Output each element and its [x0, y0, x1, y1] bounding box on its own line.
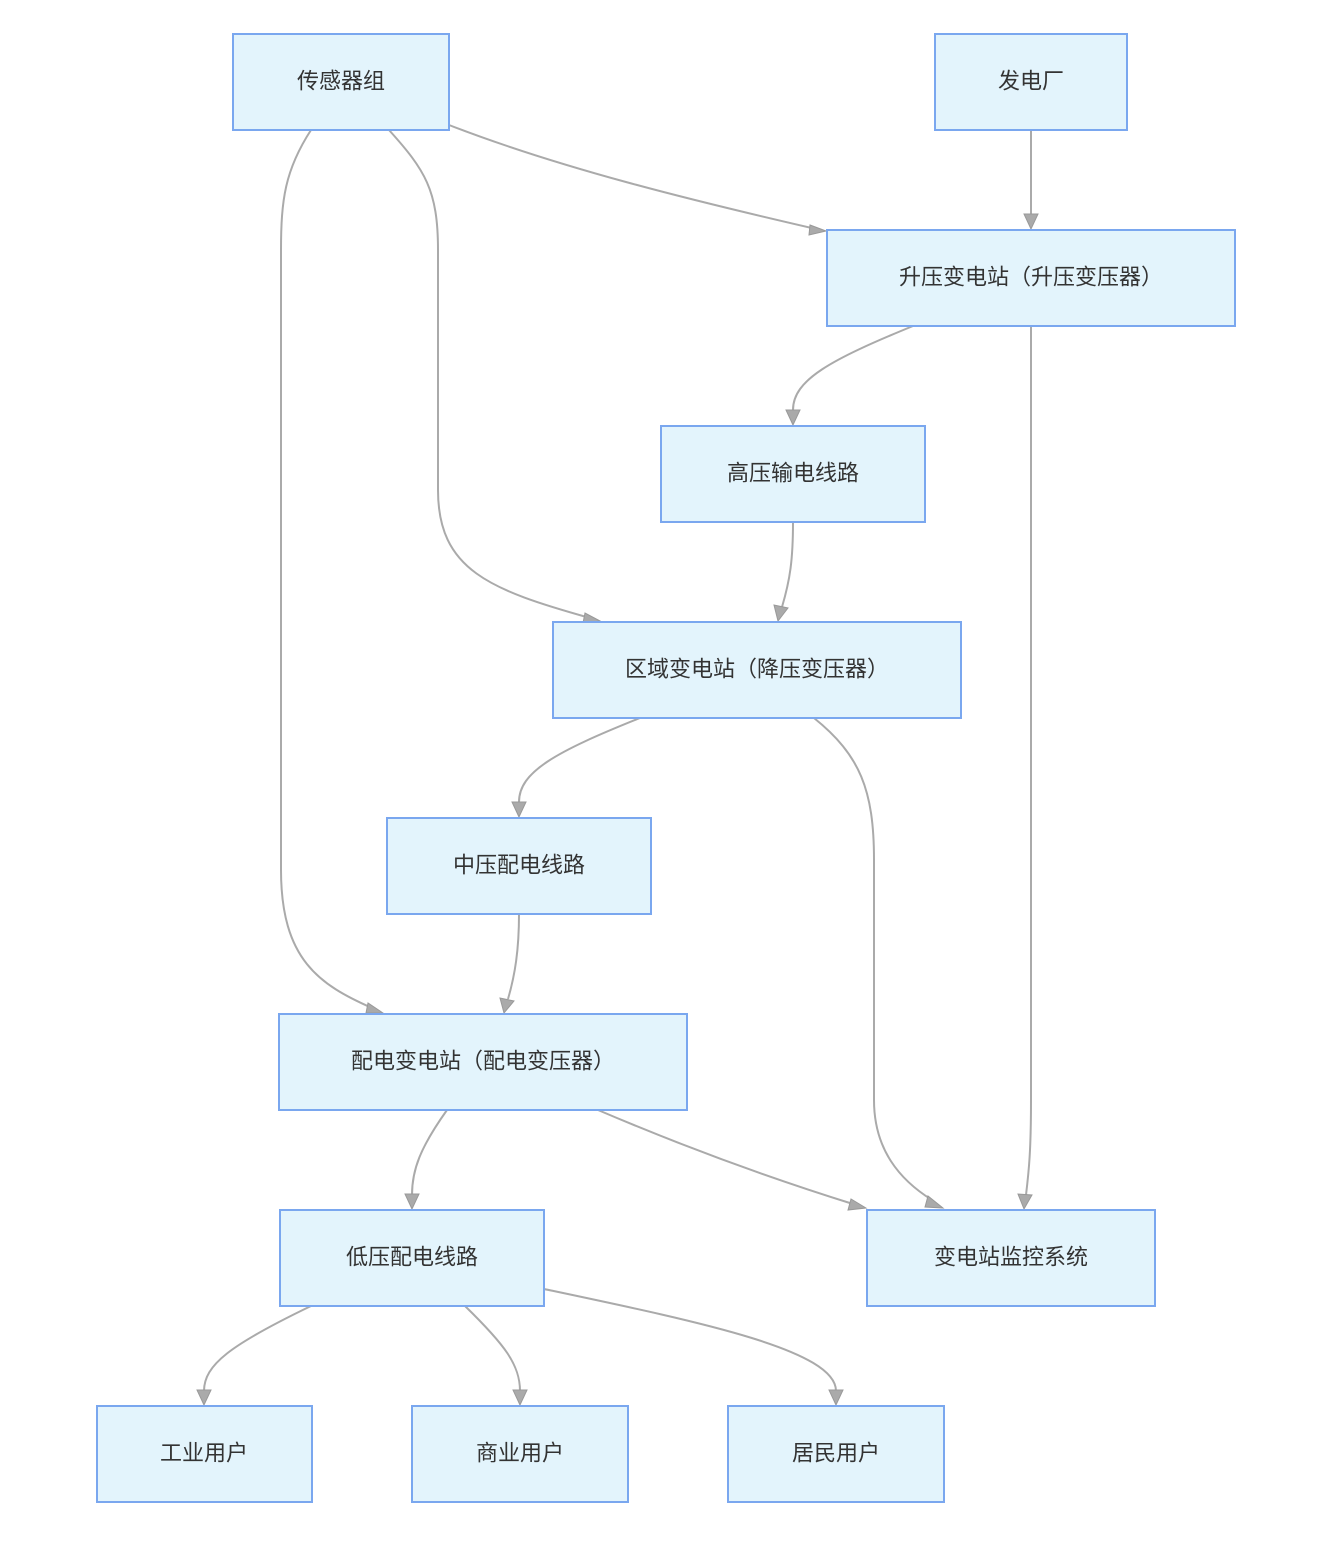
- node-high-voltage-line-label: 高压输电线路: [727, 462, 859, 487]
- node-power-plant[interactable]: 发电厂: [934, 33, 1128, 131]
- edge-regional-to-medium-voltage-line: [518, 717, 641, 803]
- node-industrial-users[interactable]: 工业用户: [96, 1405, 313, 1503]
- arrowhead-step-up-from-sensors: [808, 224, 828, 236]
- edge-medium-voltage-line-to-distribution-substation: [507, 913, 520, 1000]
- node-low-voltage-line[interactable]: 低压配电线路: [279, 1209, 545, 1307]
- node-distribution-substation-label: 配电变电站（配电变压器）: [351, 1050, 615, 1075]
- node-high-voltage-line[interactable]: 高压输电线路: [660, 425, 926, 523]
- arrowhead-residential-users: [828, 1389, 844, 1407]
- node-commercial-users-label: 商业用户: [476, 1442, 564, 1467]
- edge-step-up-to-high-voltage-line: [792, 325, 914, 411]
- edge-sensors-to-step-up-substation: [448, 124, 817, 230]
- edge-high-voltage-line-to-regional-substation: [781, 521, 794, 608]
- node-regional-substation[interactable]: 区域变电站（降压变压器）: [552, 621, 962, 719]
- edge-low-voltage-line-to-commercial-users: [464, 1305, 521, 1392]
- node-medium-voltage-line-label: 中压配电线路: [453, 854, 585, 879]
- node-monitoring-system[interactable]: 变电站监控系统: [866, 1209, 1156, 1307]
- edge-sensors-to-regional-substation: [388, 129, 591, 619]
- arrowhead-high-voltage-line: [785, 409, 801, 427]
- node-distribution-substation[interactable]: 配电变电站（配电变压器）: [278, 1013, 688, 1111]
- node-regional-substation-label: 区域变电站（降压变压器）: [625, 658, 889, 683]
- arrowhead-low-voltage-line: [404, 1193, 420, 1211]
- node-step-up-substation[interactable]: 升压变电站（升压变压器）: [826, 229, 1236, 327]
- node-residential-users-label: 居民用户: [792, 1442, 880, 1467]
- edge-distribution-to-low-voltage-line: [411, 1109, 448, 1196]
- arrowhead-step-up-from-power-plant: [1023, 213, 1039, 231]
- arrowhead-monitoring-from-distribution: [847, 1198, 868, 1211]
- node-sensors[interactable]: 传感器组: [232, 33, 450, 131]
- arrowhead-industrial-users: [196, 1389, 212, 1407]
- node-residential-users[interactable]: 居民用户: [727, 1405, 945, 1503]
- node-industrial-users-label: 工业用户: [160, 1442, 248, 1467]
- edge-low-voltage-line-to-industrial-users: [203, 1305, 312, 1392]
- arrowhead-distribution-from-sensors: [365, 1002, 385, 1014]
- node-power-plant-label: 发电厂: [998, 70, 1064, 95]
- edge-distribution-to-monitoring-system: [597, 1109, 854, 1205]
- arrowhead-monitoring-from-step-up: [1017, 1193, 1033, 1211]
- arrowhead-commercial-users: [512, 1389, 528, 1407]
- nodes: 传感器组 发电厂 升压变电站（升压变压器） 高压输电线路 区域变电站（降压变压器…: [96, 33, 1236, 1503]
- node-commercial-users[interactable]: 商业用户: [411, 1405, 629, 1503]
- node-step-up-substation-label: 升压变电站（升压变压器）: [899, 266, 1163, 291]
- arrowhead-distribution-from-medium-voltage-line: [499, 997, 515, 1015]
- edge-step-up-to-monitoring-system: [1025, 326, 1032, 1196]
- arrowhead-medium-voltage-line: [511, 801, 527, 819]
- node-monitoring-system-label: 变电站监控系统: [934, 1246, 1088, 1271]
- arrowhead-monitoring-from-regional: [924, 1195, 945, 1209]
- arrowhead-regional-from-high-voltage-line: [773, 604, 789, 623]
- edge-low-voltage-line-to-residential-users: [543, 1288, 837, 1392]
- node-sensors-label: 传感器组: [297, 70, 385, 95]
- node-medium-voltage-line[interactable]: 中压配电线路: [386, 817, 652, 915]
- edge-regional-to-monitoring-system: [813, 717, 933, 1201]
- edge-sensors-to-distribution-substation: [280, 129, 373, 1009]
- node-low-voltage-line-label: 低压配电线路: [346, 1246, 478, 1271]
- edges: [196, 124, 1039, 1407]
